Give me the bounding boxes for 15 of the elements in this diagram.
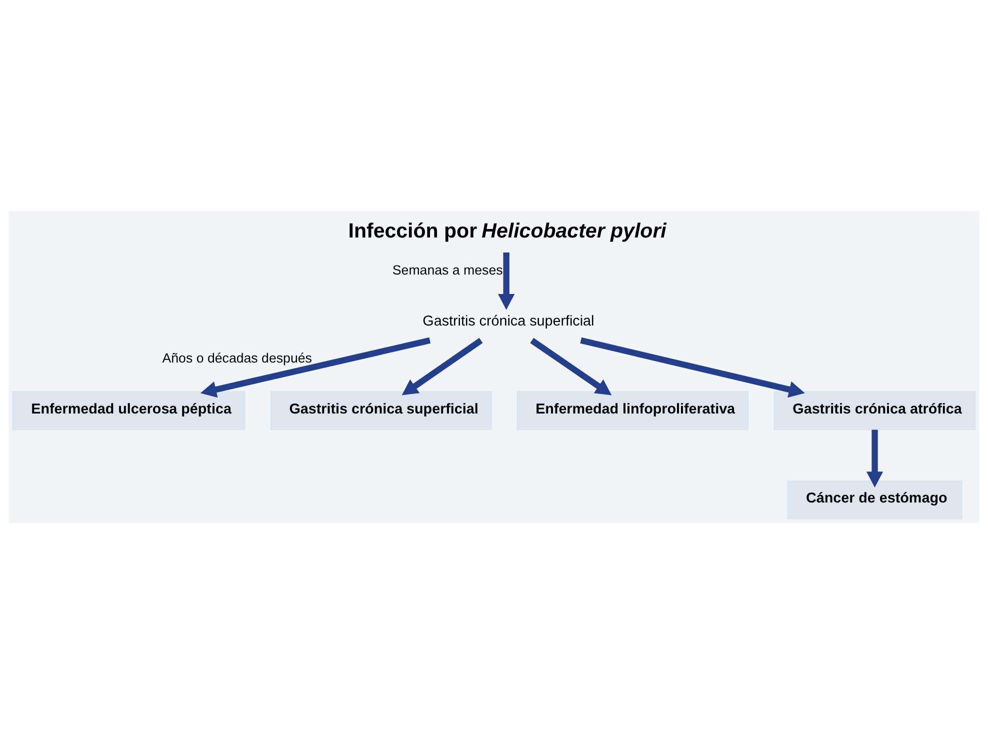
node-text: Gastritis crónica superficial — [422, 314, 594, 330]
node-box: Enfermedad linfoproliferativa — [516, 391, 749, 430]
arrow — [402, 338, 483, 396]
node-box: Gastritis crónica superficial — [270, 391, 492, 430]
edge-label: Años o décadas después — [162, 350, 312, 366]
node-box: Enfermedad ulcerosa péptica — [12, 391, 246, 430]
node-box: Cáncer de estómago — [787, 480, 963, 520]
edge-label: Semanas a meses — [392, 262, 503, 278]
arrow — [498, 252, 515, 310]
arrow — [200, 337, 431, 398]
node-box: Gastritis crónica atrófica — [774, 391, 976, 430]
arrow — [866, 430, 884, 488]
arrow — [530, 338, 612, 396]
arrow — [580, 337, 805, 398]
node-text: Infección por Helicobacter pylori — [348, 220, 666, 243]
